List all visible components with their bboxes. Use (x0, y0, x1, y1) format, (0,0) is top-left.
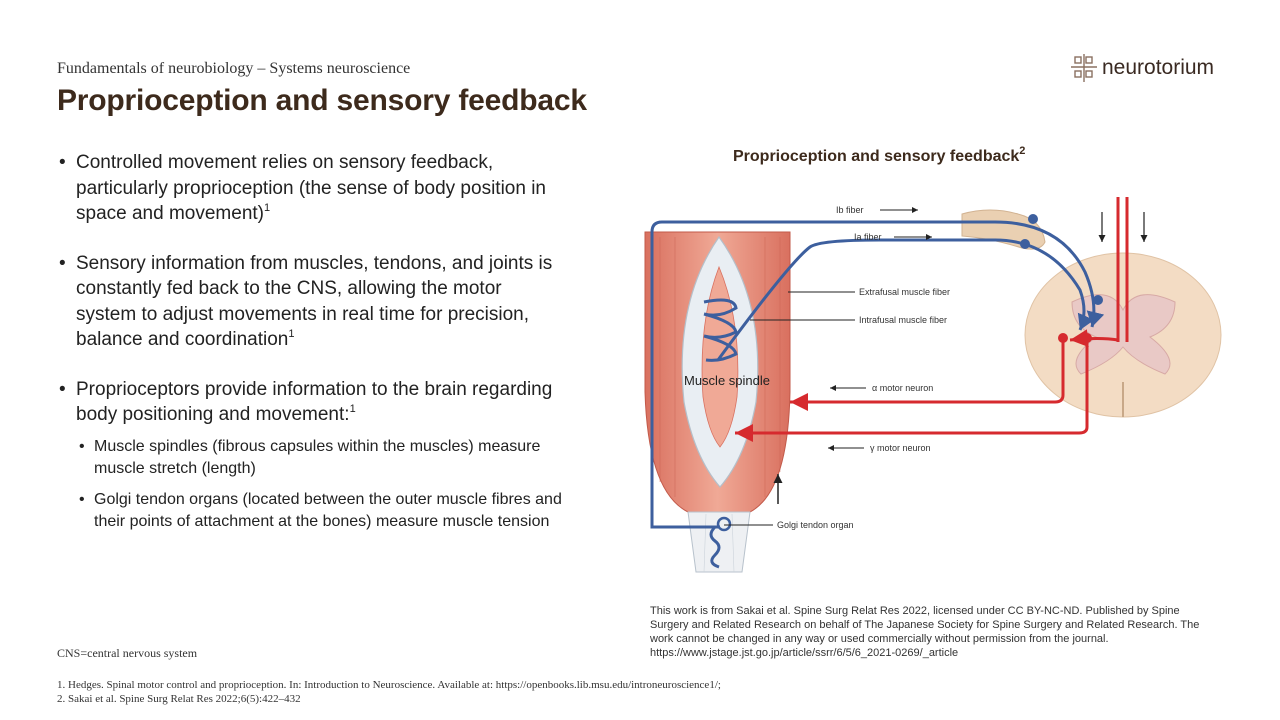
motor-fibers (735, 329, 1119, 442)
bullet-item: Controlled movement relies on sensory fe… (57, 150, 567, 227)
reference-item: 1. Hedges. Spinal motor control and prop… (57, 679, 721, 691)
course-subtitle: Fundamentals of neurobiology – Systems n… (57, 60, 411, 77)
label-muscle-spindle: Muscle spindle (684, 373, 770, 388)
golgi-tendon-organ (709, 516, 732, 569)
logo-text: neurotorium (1102, 56, 1215, 79)
diagram-svg: Ib fiber Ia fiber Extrafusal muscle fibe… (644, 197, 1222, 573)
proprioception-diagram: Ib fiber Ia fiber Extrafusal muscle fibe… (640, 192, 1230, 577)
figure-ref-sup: 2 (1019, 144, 1026, 157)
figure-title: Proprioception and sensory feedback2 (733, 144, 1026, 166)
abbreviation-note: CNS=central nervous system (57, 646, 198, 660)
logo[interactable]: neurotorium (1070, 53, 1214, 83)
page-title: Proprioception and sensory feedback (57, 84, 587, 117)
bullet-item: Sensory information from muscles, tendon… (57, 251, 567, 353)
sub-bullet-item: Golgi tendon organs (located between the… (57, 489, 567, 533)
ref-sup: 1 (264, 201, 271, 214)
bullet-item: Proprioceptors provide information to th… (57, 377, 567, 533)
bullet-text: Controlled movement relies on sensory fe… (76, 152, 546, 224)
label-ib-fiber: Ib fiber (836, 205, 864, 215)
figure-title-text: Proprioception and sensory feedback (733, 148, 1020, 165)
bullet-list: Controlled movement relies on sensory fe… (57, 150, 567, 557)
ref-sup: 1 (288, 327, 295, 340)
label-ia-fiber: Ia fiber (854, 232, 882, 242)
label-extrafusal: Extrafusal muscle fiber (859, 287, 950, 297)
references: 1. Hedges. Spinal motor control and prop… (57, 678, 721, 706)
descending-tracts (1098, 197, 1148, 342)
ref-sup: 1 (349, 402, 356, 415)
sub-bullet-list: Muscle spindles (fibrous capsules within… (76, 436, 567, 533)
sub-bullet-item: Muscle spindles (fibrous capsules within… (57, 436, 567, 480)
neurotorium-logo-icon (1071, 54, 1097, 82)
label-intrafusal: Intrafusal muscle fiber (859, 315, 947, 325)
reference-item: 2. Sakai et al. Spine Surg Relat Res 202… (57, 693, 301, 705)
sensory-fibers (650, 214, 1105, 529)
figure-credit: This work is from Sakai et al. Spine Sur… (650, 605, 1200, 659)
label-golgi: Golgi tendon organ (777, 520, 854, 530)
label-gamma-motor: γ motor neuron (870, 443, 931, 453)
label-alpha-motor: α motor neuron (872, 383, 933, 393)
bullet-text: Proprioceptors provide information to th… (76, 378, 553, 426)
bullet-text: Sensory information from muscles, tendon… (76, 252, 553, 351)
